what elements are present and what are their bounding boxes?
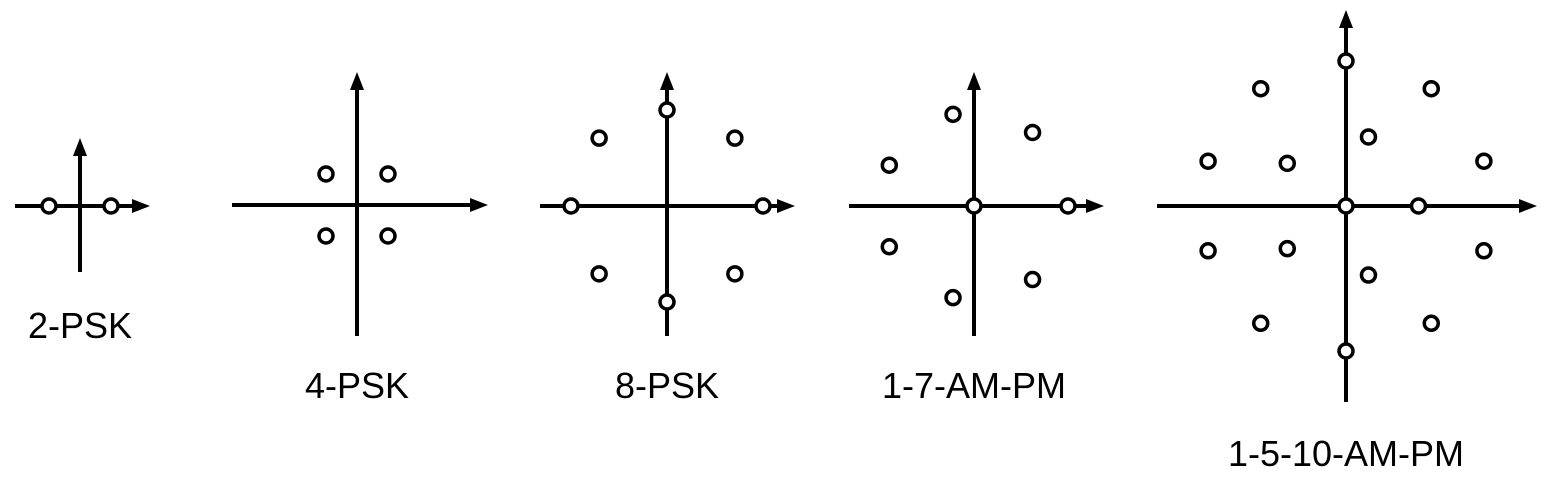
constellation-point: [1199, 242, 1217, 260]
constellation-point: [1251, 314, 1270, 333]
y-axis-arrowhead: [350, 72, 364, 90]
diagram-1-7-am-pm: [849, 72, 1104, 336]
x-axis-arrowhead: [470, 198, 488, 212]
constellation-point: [944, 288, 962, 307]
constellation-point: [1278, 154, 1297, 173]
constellation-point: [1059, 197, 1077, 215]
constellation-point: [1337, 197, 1355, 215]
constellation-point: [658, 293, 676, 311]
diagram-1-5-10-am-pm: [1157, 10, 1537, 402]
label-1-5-10-am-pm: 1-5-10-AM-PM: [1228, 433, 1464, 474]
y-axis-arrowhead: [73, 138, 87, 156]
label-4-psk: 4-PSK: [305, 365, 409, 406]
constellation-point: [317, 227, 335, 245]
diagram-8-psk: [540, 72, 795, 336]
constellation-point: [658, 101, 676, 119]
y-axis-arrowhead: [1339, 10, 1353, 28]
constellation-point: [379, 227, 397, 245]
constellation-point: [1251, 79, 1270, 98]
constellation-point: [102, 197, 120, 215]
diagram-4-psk: [232, 72, 488, 336]
constellation-point: [944, 105, 962, 124]
x-axis-arrowhead: [1086, 199, 1104, 213]
constellation-point: [317, 165, 335, 183]
constellation-point: [562, 197, 580, 215]
constellation-point: [726, 129, 744, 147]
constellation-point: [726, 265, 744, 283]
constellation-point: [590, 129, 608, 147]
constellation-point: [1422, 79, 1441, 98]
constellation-point: [754, 197, 772, 215]
label-1-7-am-pm: 1-7-AM-PM: [882, 365, 1066, 406]
constellation-point: [1475, 152, 1493, 170]
constellation-point: [1023, 123, 1042, 142]
x-axis-arrowhead: [132, 199, 150, 213]
constellation-point: [880, 156, 899, 174]
y-axis-arrowhead: [660, 72, 674, 90]
y-axis-arrowhead: [967, 72, 981, 90]
constellation-point: [379, 165, 397, 183]
constellation-point: [1199, 152, 1217, 170]
constellation-point: [1475, 242, 1493, 260]
constellation-point: [1023, 270, 1042, 289]
x-axis-arrowhead: [777, 199, 795, 213]
label-2-psk: 2-PSK: [28, 305, 132, 346]
constellation-point: [590, 265, 608, 283]
constellation-point: [1337, 342, 1355, 360]
constellation-point: [965, 197, 983, 215]
constellation-point: [1422, 314, 1441, 333]
constellation-point: [880, 238, 899, 256]
label-8-psk: 8-PSK: [615, 365, 719, 406]
constellation-point: [1337, 52, 1355, 70]
constellation-point: [1359, 128, 1378, 146]
diagram-2-psk: [15, 138, 150, 272]
constellation-point: [40, 197, 58, 215]
constellation-point: [1278, 239, 1297, 258]
x-axis-arrowhead: [1519, 199, 1537, 213]
constellation-point: [1359, 266, 1378, 284]
constellation-point: [1409, 197, 1428, 215]
